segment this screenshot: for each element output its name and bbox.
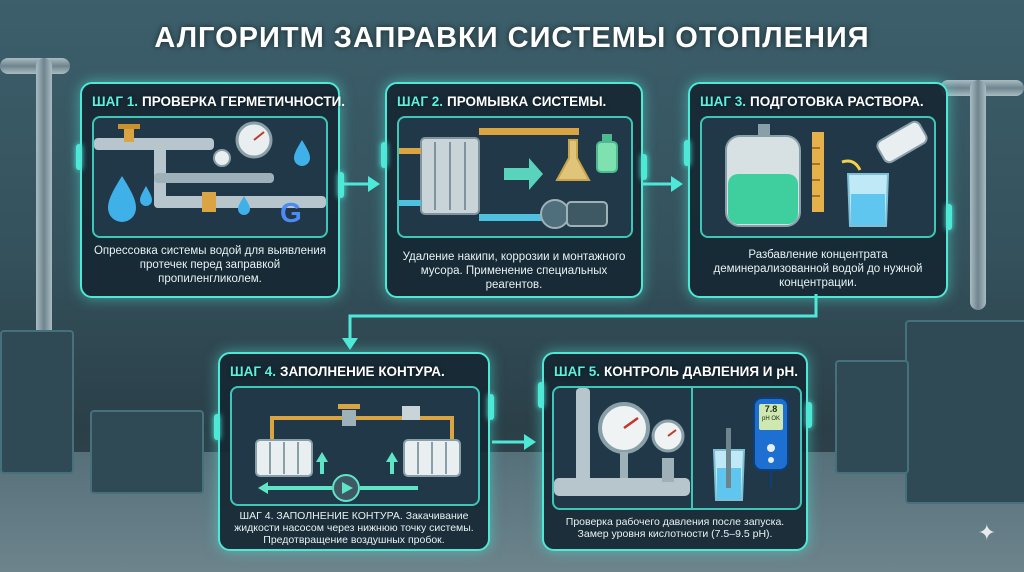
step-card-5: ШАГ 5.КОНТРОЛЬ ДАВЛЕНИЯ И pH.	[538, 352, 812, 551]
background-machine	[0, 330, 74, 474]
step-card-2: ШАГ 2.ПРОМЫВКА СИСТЕМЫ.	[381, 82, 647, 298]
background-machine	[90, 410, 204, 494]
arrow-step4-to-step5	[492, 434, 536, 450]
step-card-3: ШАГ 3.ПОДГОТОВКА РАСТВОРА.	[684, 82, 952, 298]
ph-meter-status: pH OK	[761, 416, 780, 422]
step-title: ШАГ 4.ЗАПОЛНЕНИЕ КОНТУРА.	[230, 364, 445, 379]
pressure-gauge-icon	[213, 121, 273, 167]
svg-text:G: G	[280, 197, 302, 228]
step-illustration	[397, 116, 633, 238]
arrow-step1-to-step2	[340, 176, 380, 192]
step-heading: ЗАПОЛНЕНИЕ КОНТУРА.	[279, 364, 445, 379]
radiator-icon	[255, 439, 461, 477]
step-description: ШАГ 4. ЗАПОЛНЕНИЕ КОНТУРА. Закачивание ж…	[234, 510, 474, 546]
step-illustration	[700, 116, 936, 238]
step-heading: ПОДГОТОВКА РАСТВОРА.	[749, 94, 924, 109]
ph-meter-icon	[753, 397, 789, 488]
pressure-gauge-icon	[598, 402, 685, 478]
card-side-marker	[806, 402, 812, 428]
beaker-icon	[846, 173, 890, 227]
card-side-marker	[641, 154, 647, 180]
flow-arrows-icon	[258, 416, 454, 494]
step-number: ШАГ 2.	[397, 94, 443, 109]
step-description: Проверка рабочего давления после запуска…	[565, 516, 785, 540]
background-machine	[835, 360, 909, 474]
pump-icon	[540, 199, 608, 229]
step-illustration: G	[92, 116, 328, 238]
step-number: ШАГ 5.	[554, 364, 600, 379]
step-heading: КОНТРОЛЬ ДАВЛЕНИЯ И pH.	[603, 364, 799, 379]
level-scale-icon	[812, 132, 824, 212]
step-title: ШАГ 3.ПОДГОТОВКА РАСТВОРА.	[700, 94, 924, 109]
step-card-1: ШАГ 1.ПРОВЕРКА ГЕРМЕТИЧНОСТИ.	[76, 82, 345, 298]
pipes-icon	[554, 388, 690, 496]
reagent-bottle-icon	[596, 134, 618, 173]
valve-icon	[338, 404, 420, 426]
step-description: Удаление накипи, коррозии и монтажного м…	[402, 251, 626, 291]
step-number: ШАГ 1.	[92, 94, 138, 109]
pouring-bottle-icon	[841, 120, 928, 171]
arrow-step2-to-step3	[643, 176, 683, 192]
step-card-4: ШАГ 4.ЗАПОЛНЕНИЕ КОНТУРА.	[214, 352, 494, 551]
g-logo-icon: G	[280, 197, 302, 228]
card-side-marker	[76, 144, 82, 170]
step-description: Опрессовка системы водой для выявления п…	[93, 245, 327, 285]
background-pipe	[36, 58, 52, 358]
step-heading: ПРОВЕРКА ГЕРМЕТИЧНОСТИ.	[141, 94, 346, 109]
step-number: ШАГ 4.	[230, 364, 276, 379]
step-illustration: 7.8 pH OK	[552, 386, 802, 510]
card-side-marker	[381, 142, 387, 168]
valve-icon	[118, 124, 216, 212]
step-number: ШАГ 3.	[700, 94, 746, 109]
card-side-marker	[684, 140, 690, 166]
card-side-marker	[538, 382, 544, 408]
page-title: АЛГОРИТМ ЗАПРАВКИ СИСТЕМЫ ОТОПЛЕНИЯ	[154, 22, 870, 54]
background-machine	[905, 320, 1024, 504]
radiator-icon	[399, 137, 480, 215]
water-drop-icon	[108, 140, 310, 222]
ph-meter-reading: 7.8	[764, 404, 778, 414]
arrow-step3-to-step4	[342, 294, 818, 350]
beaker-icon	[712, 428, 746, 501]
card-side-marker	[946, 204, 952, 230]
pump-icon	[332, 474, 360, 502]
step-title: ШАГ 1.ПРОВЕРКА ГЕРМЕТИЧНОСТИ.	[92, 94, 345, 109]
sparkle-icon: ✦	[977, 520, 996, 545]
card-side-marker	[214, 414, 220, 440]
step-title: ШАГ 5.КОНТРОЛЬ ДАВЛЕНИЯ И pH.	[554, 364, 798, 379]
tank-icon	[725, 124, 801, 227]
step-illustration	[230, 386, 480, 506]
step-description: Разбавление концентрата деминерализованн…	[713, 249, 923, 289]
background-pipe	[970, 80, 986, 310]
step-title: ШАГ 2.ПРОМЫВКА СИСТЕМЫ.	[397, 94, 606, 109]
background-pipe	[0, 58, 70, 74]
card-side-marker	[488, 394, 494, 420]
step-heading: ПРОМЫВКА СИСТЕМЫ.	[446, 94, 607, 109]
flask-icon	[555, 139, 591, 181]
flow-arrows-icon	[479, 128, 579, 221]
